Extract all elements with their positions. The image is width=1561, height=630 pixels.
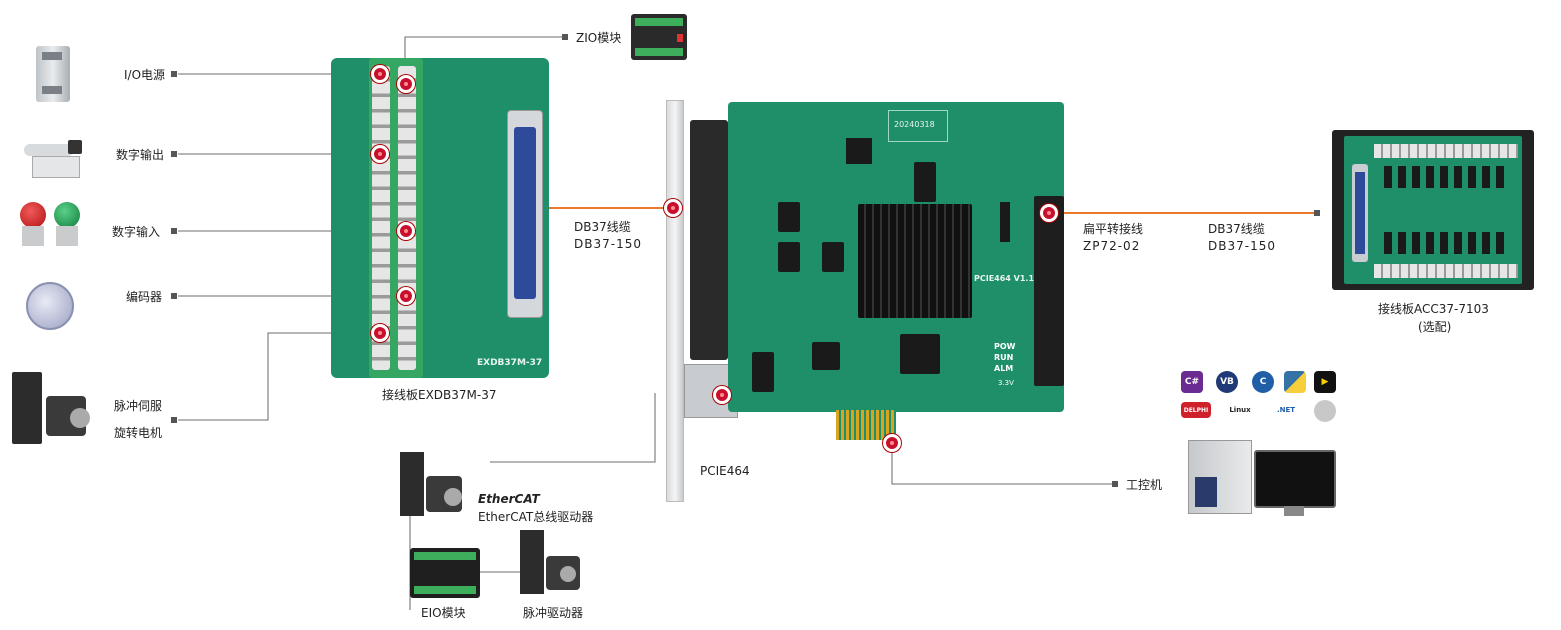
v33-label: 3.3V bbox=[998, 379, 1014, 387]
pin-db37-port bbox=[664, 199, 682, 217]
monitor-image bbox=[1254, 450, 1336, 508]
terminal-block-right bbox=[398, 66, 416, 370]
digital-input-label: 数字输入 bbox=[112, 225, 161, 239]
digital-output-label: 数字输出 bbox=[116, 148, 165, 162]
eio-label: EIO模块 bbox=[421, 606, 466, 620]
led-pow: POW bbox=[994, 342, 1016, 351]
pin-flat-header bbox=[1040, 204, 1058, 222]
exdb-silkscreen: EXDB37M-37 bbox=[477, 358, 543, 368]
pin-digital-in bbox=[397, 222, 415, 240]
monitor-stand bbox=[1284, 506, 1304, 516]
exdb37m-board: EXDB37M-37 bbox=[331, 58, 549, 378]
db37-female-connector bbox=[507, 110, 543, 318]
pin-pcie-slot bbox=[883, 434, 901, 452]
board-rev: PCIE464 V1.1 bbox=[974, 274, 1035, 283]
pulse-driver-image bbox=[520, 530, 586, 596]
flat-cable-label-line1: 扁平转接线 bbox=[1083, 222, 1144, 236]
pin-rj45 bbox=[713, 386, 731, 404]
cable2-label-line1: DB37线缆 bbox=[1208, 222, 1265, 236]
exdb-board-label: 接线板EXDB37M-37 bbox=[382, 388, 497, 402]
push-buttons-image bbox=[18, 200, 84, 248]
eio-module-image bbox=[410, 548, 480, 598]
flat-cable-label-line2: ZP72-02 bbox=[1083, 239, 1141, 253]
acc-board-label-line1: 接线板ACC37-7103 bbox=[1378, 302, 1489, 316]
csharp-icon: C# bbox=[1181, 371, 1203, 393]
linux-icon: Linux bbox=[1226, 402, 1254, 418]
pcie464-label: PCIE464 bbox=[700, 464, 750, 478]
servo-motor-image bbox=[12, 372, 98, 458]
labview-icon: ▶ bbox=[1314, 371, 1336, 393]
ethercat-logo: EtherCAT bbox=[478, 492, 540, 506]
led-run: RUN bbox=[994, 353, 1014, 362]
pin-servo bbox=[371, 324, 389, 342]
terminal-block-left bbox=[372, 66, 390, 370]
dotnet-icon: .NET bbox=[1270, 402, 1302, 418]
pin-encoder bbox=[397, 287, 415, 305]
ethercat-driver-image bbox=[400, 452, 470, 518]
industrial-pc-image bbox=[1188, 440, 1252, 514]
solenoid-valve-image bbox=[24, 138, 86, 178]
zio-label: ZIO模块 bbox=[576, 31, 622, 45]
encoder-image bbox=[26, 282, 74, 330]
io-power-label: I/O电源 bbox=[124, 68, 166, 82]
cable1-label-line2: DB37-150 bbox=[574, 237, 642, 251]
flat-cable-header bbox=[1034, 196, 1064, 386]
pcie-db37-port bbox=[690, 120, 728, 360]
python-icon bbox=[1284, 371, 1306, 393]
delphi-icon: DELPHI bbox=[1181, 402, 1211, 418]
servo-label-line2: 旋转电机 bbox=[114, 426, 163, 440]
board-date: 20240318 bbox=[894, 120, 935, 129]
pin-digital-out bbox=[371, 145, 389, 163]
power-supply-image bbox=[36, 46, 70, 102]
cable2-label-line2: DB37-150 bbox=[1208, 239, 1276, 253]
acc37-board bbox=[1332, 130, 1534, 290]
encoder-label: 编码器 bbox=[126, 290, 163, 304]
apple-icon bbox=[1314, 400, 1336, 422]
acc-board-label-line2: (选配) bbox=[1418, 320, 1452, 334]
pin-zio bbox=[397, 75, 415, 93]
cable1-label-line1: DB37线缆 bbox=[574, 220, 631, 234]
pcie-bracket bbox=[666, 100, 684, 502]
cpp-icon: C bbox=[1252, 371, 1274, 393]
pcie464-card: 20240318 PCIE464 V1.1 POW RUN ALM 3.3V bbox=[728, 102, 1064, 412]
ethercat-driver-label: EtherCAT总线驱动器 bbox=[478, 510, 594, 524]
zio-module-image bbox=[631, 14, 687, 60]
led-alm: ALM bbox=[994, 364, 1014, 373]
pin-io-power bbox=[371, 65, 389, 83]
ipc-label: 工控机 bbox=[1126, 478, 1163, 492]
servo-label-line1: 脉冲伺服 bbox=[114, 399, 163, 413]
vb-icon: VB bbox=[1216, 371, 1238, 393]
heatsink bbox=[858, 204, 972, 318]
pulse-driver-label: 脉冲驱动器 bbox=[523, 606, 584, 620]
